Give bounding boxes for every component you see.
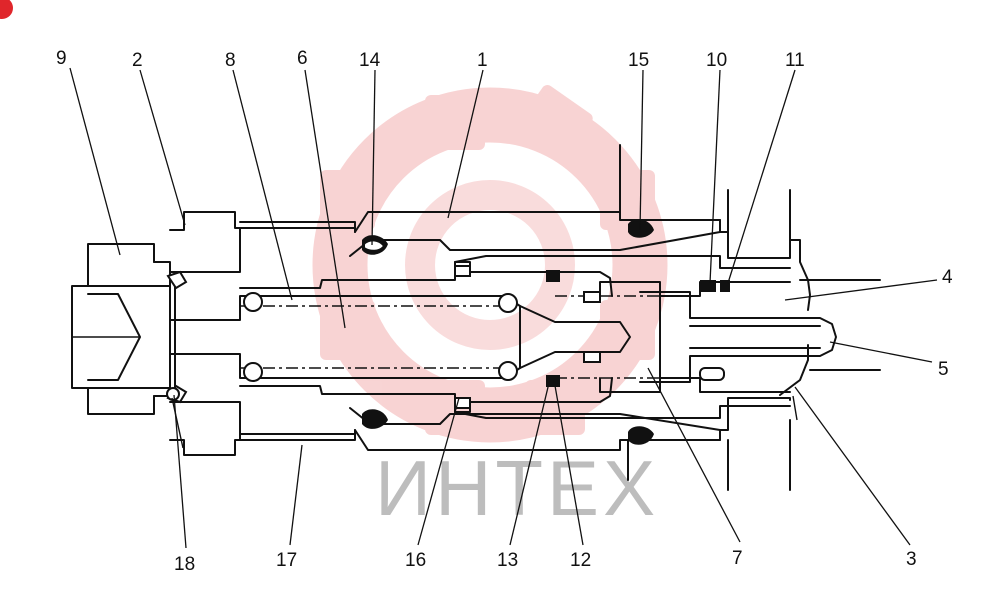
callout-8: 8 — [225, 50, 236, 71]
callout-4: 4 — [942, 267, 953, 288]
callout-17: 17 — [276, 550, 297, 571]
callout-14: 14 — [359, 50, 381, 71]
callout-9: 9 — [56, 48, 67, 69]
callout-11: 11 — [785, 50, 805, 71]
watermark-text: ИНТЕХ — [375, 444, 659, 532]
callout-13: 13 — [497, 550, 518, 571]
drawing-body — [71, 144, 881, 491]
callout-12: 12 — [570, 550, 591, 571]
leader-lines — [69, 67, 938, 549]
callout-1: 1 — [477, 50, 488, 71]
callout-16: 16 — [405, 550, 426, 571]
callout-labels: 9 2 8 6 14 1 15 10 11 4 5 3 7 12 13 16 1… — [56, 48, 953, 575]
callout-6: 6 — [297, 48, 308, 69]
callout-5: 5 — [938, 359, 949, 380]
callout-2: 2 — [132, 50, 143, 71]
callout-7: 7 — [732, 548, 743, 569]
corner-badge-icon — [0, 0, 13, 19]
gear-logo-icon — [312, 85, 668, 443]
callout-3: 3 — [906, 549, 917, 570]
callout-18: 18 — [174, 554, 195, 575]
callout-15: 15 — [628, 50, 649, 71]
callout-10: 10 — [706, 50, 727, 71]
